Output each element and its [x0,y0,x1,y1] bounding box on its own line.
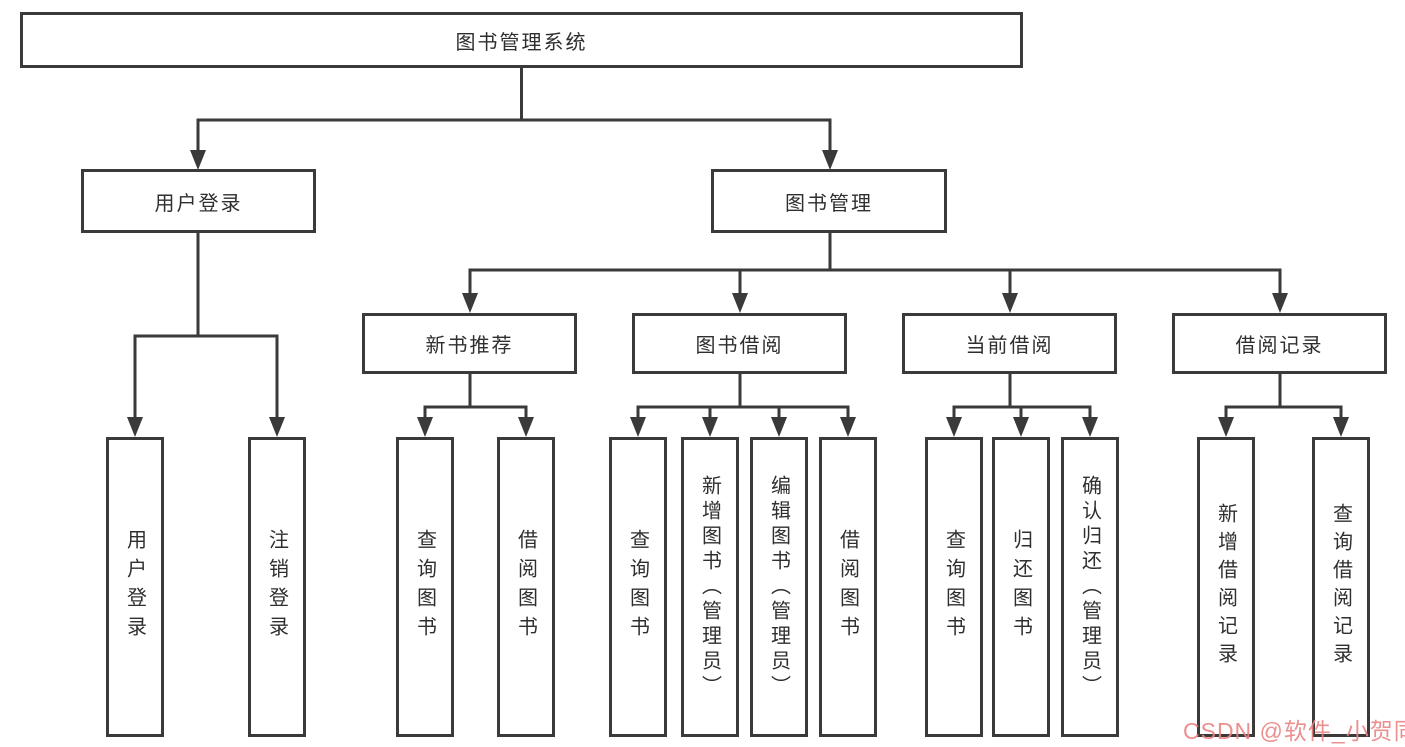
node-book-management: 图书管理 [711,169,947,233]
leaf-recommend-borrow-book: 借阅图书 [497,437,555,737]
leaf-edit-book-admin: 编辑图书（管理员） [750,437,808,737]
leaf-confirm-return-admin: 确认归还（管理员） [1061,437,1119,737]
leaf-add-borrow-record: 新增借阅记录 [1197,437,1255,737]
node-book-borrow: 图书借阅 [632,313,847,374]
node-borrow-record: 借阅记录 [1172,313,1387,374]
watermark: CSDN @软件_小贺同学 [1183,718,1405,744]
node-new-book-recommend: 新书推荐 [362,313,577,374]
leaf-recommend-query-book: 查询图书 [396,437,454,737]
leaf-return-book: 归还图书 [992,437,1050,737]
leaf-user-login: 用户登录 [106,437,164,737]
leaf-borrow-query-book: 查询图书 [609,437,667,737]
leaf-logout: 注销登录 [248,437,306,737]
leaf-borrow-borrow-book: 借阅图书 [819,437,877,737]
node-current-borrow: 当前借阅 [902,313,1117,374]
node-root: 图书管理系统 [20,12,1023,68]
leaf-add-book-admin: 新增图书（管理员） [681,437,739,737]
node-user-login: 用户登录 [81,169,316,233]
leaf-current-query-book: 查询图书 [925,437,983,737]
leaf-query-borrow-record: 查询借阅记录 [1312,437,1370,737]
